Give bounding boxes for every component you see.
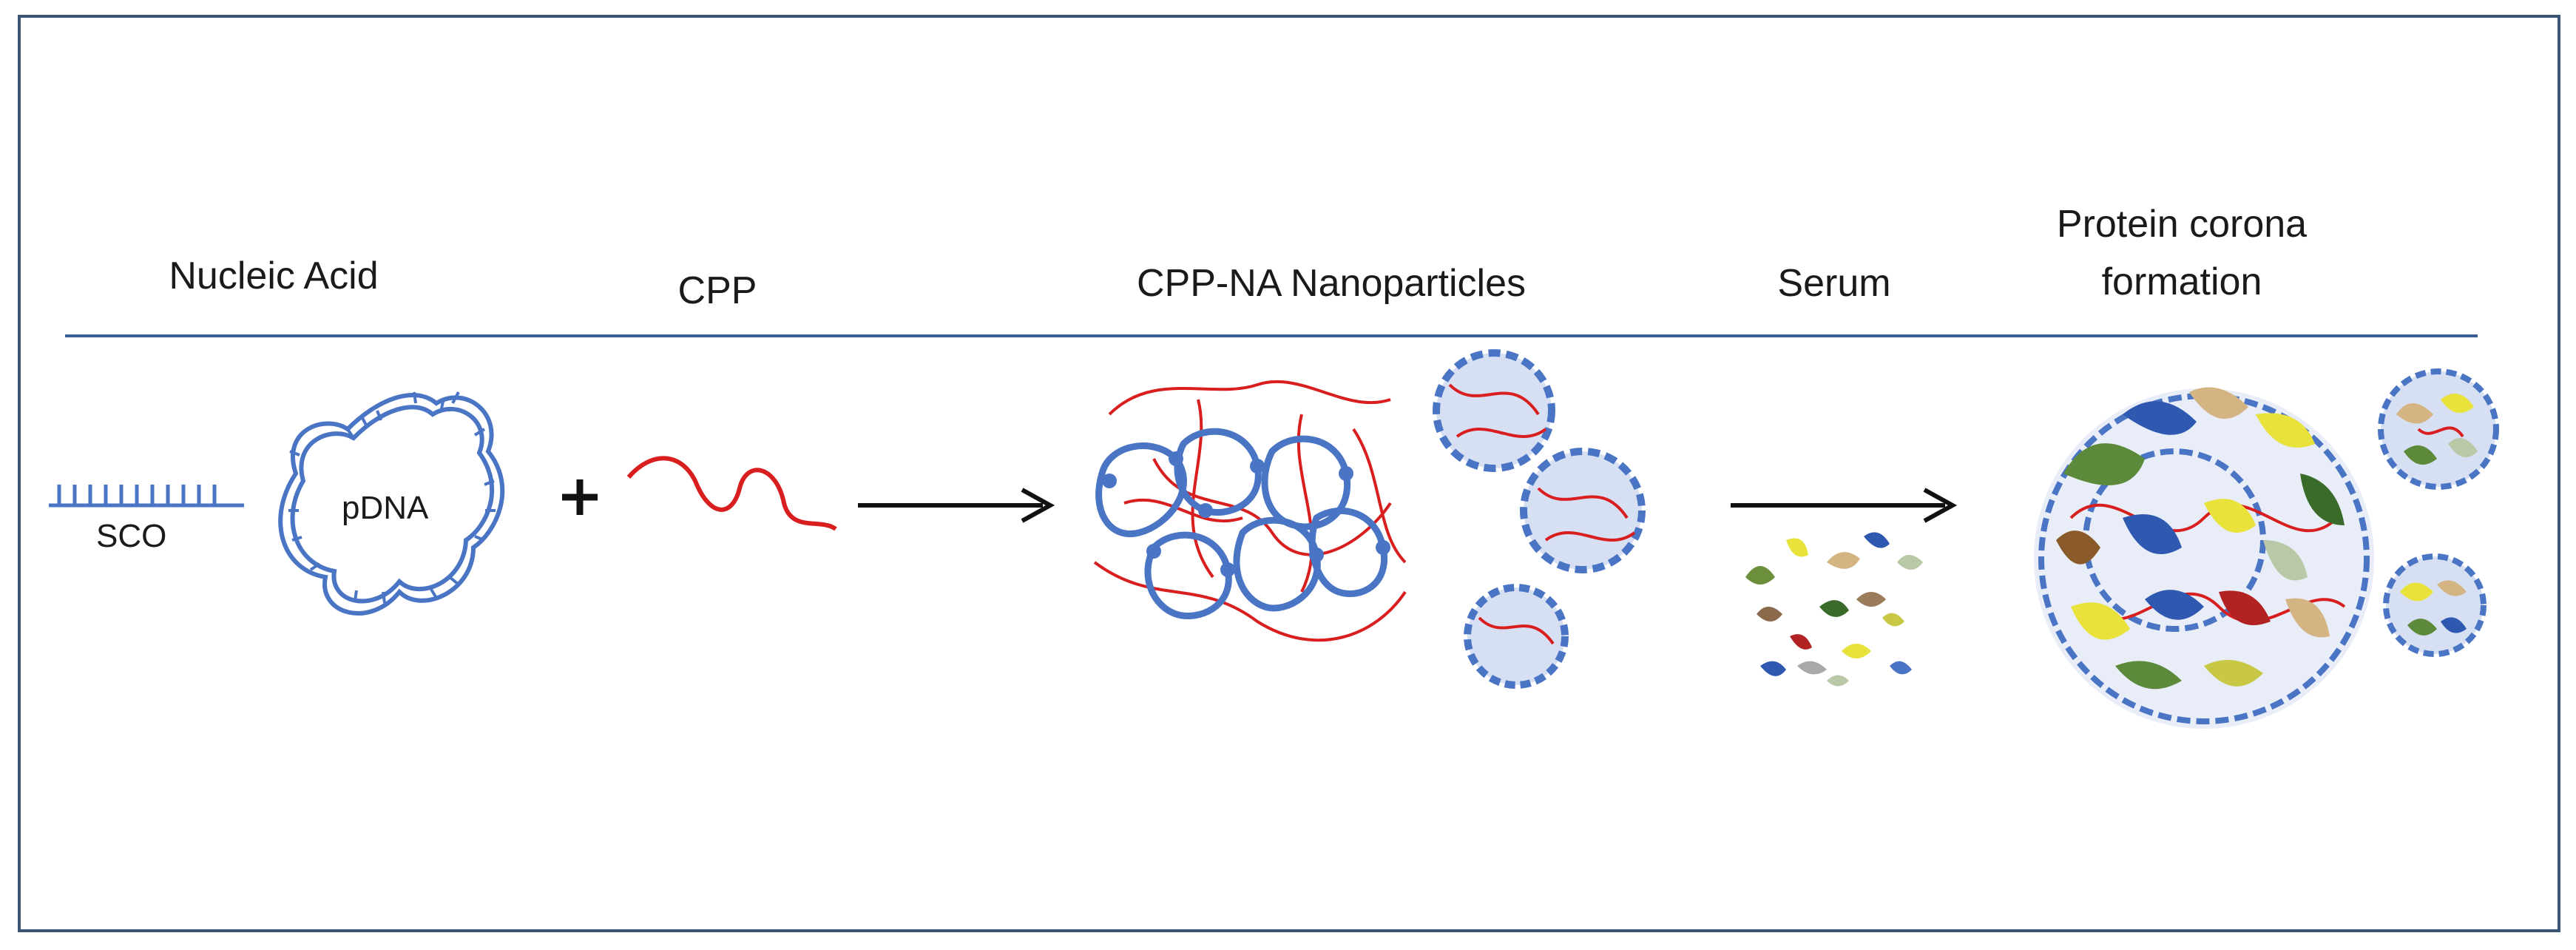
header-corona-line1: Protein corona (2056, 203, 2308, 246)
header-cpp: CPP (677, 269, 757, 312)
small-nanoparticle-2-icon (1520, 448, 1646, 573)
figure-frame (18, 15, 2560, 932)
arrow-to-nanoparticles-icon (858, 488, 1055, 523)
pdna-label: pDNA (342, 490, 429, 526)
header-corona-line2: formation (2101, 260, 2262, 303)
cpp-peptide-icon (626, 456, 837, 531)
header-nanoparticles: CPP-NA Nanoparticles (1137, 262, 1526, 305)
arrow-to-corona-icon (1731, 488, 1958, 523)
sco-label: SCO (96, 518, 167, 554)
header-divider (65, 334, 2478, 337)
protein-corona-particle-icon (2034, 387, 2374, 729)
pdna-plasmid-icon (278, 391, 505, 616)
header-serum: Serum (1777, 262, 1891, 305)
header-nucleic-acid: Nucleic Acid (169, 255, 379, 297)
small-nanoparticle-1-icon (1433, 349, 1555, 472)
plus-sign-icon (562, 479, 598, 515)
small-corona-particle-2-icon (2383, 553, 2487, 657)
large-nanoparticle-icon (1093, 380, 1407, 642)
small-nanoparticle-3-icon (1464, 584, 1569, 689)
sco-strand-icon (49, 485, 244, 508)
serum-proteins-icon (1745, 532, 1923, 687)
small-corona-particle-1-icon (2378, 368, 2499, 490)
